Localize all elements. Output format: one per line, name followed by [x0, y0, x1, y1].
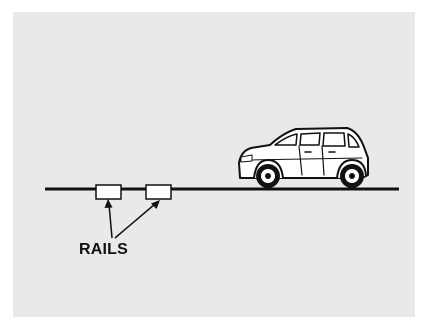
front-wheel-icon [256, 164, 280, 188]
rear-wheel-icon [340, 164, 364, 188]
rails-label: RAILS [79, 241, 128, 258]
rail-marker-right [145, 184, 172, 200]
rail-marker-left [95, 184, 122, 200]
arrow-to-right-rail [114, 200, 160, 239]
arrow-to-left-rail [104, 199, 113, 239]
